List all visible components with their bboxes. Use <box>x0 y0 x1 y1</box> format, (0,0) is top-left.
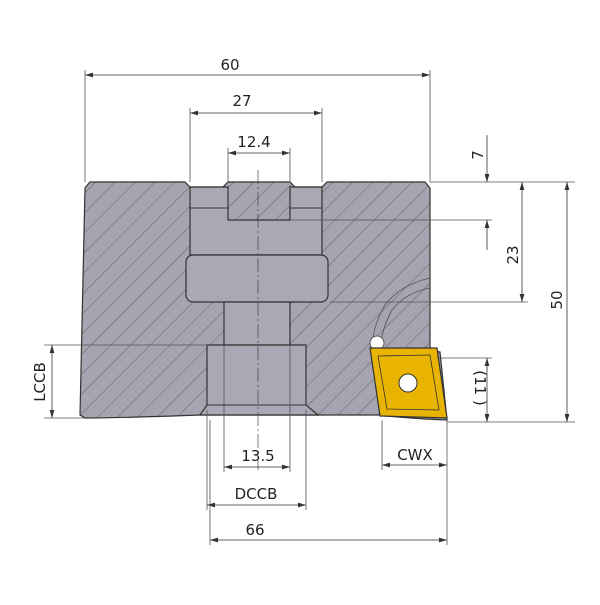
dim-66: 66 <box>245 521 264 539</box>
dim-27: 27 <box>232 92 251 110</box>
dim-23: 23 <box>504 245 522 264</box>
dim-12-4: 12.4 <box>237 133 270 151</box>
dim-cwx: CWX <box>397 446 433 464</box>
bore-neck <box>223 301 291 346</box>
dim-50: 50 <box>548 290 566 309</box>
dim-lccb: LCCB <box>31 362 49 402</box>
insert <box>369 335 448 419</box>
dim-60: 60 <box>220 56 239 74</box>
insert-hole <box>398 373 418 393</box>
dim-11: (11 ) <box>471 370 489 406</box>
bore-collar <box>185 254 329 303</box>
dim-13-5: 13.5 <box>241 447 274 465</box>
dim-7: 7 <box>469 150 487 160</box>
dim-dccb: DCCB <box>235 485 278 503</box>
